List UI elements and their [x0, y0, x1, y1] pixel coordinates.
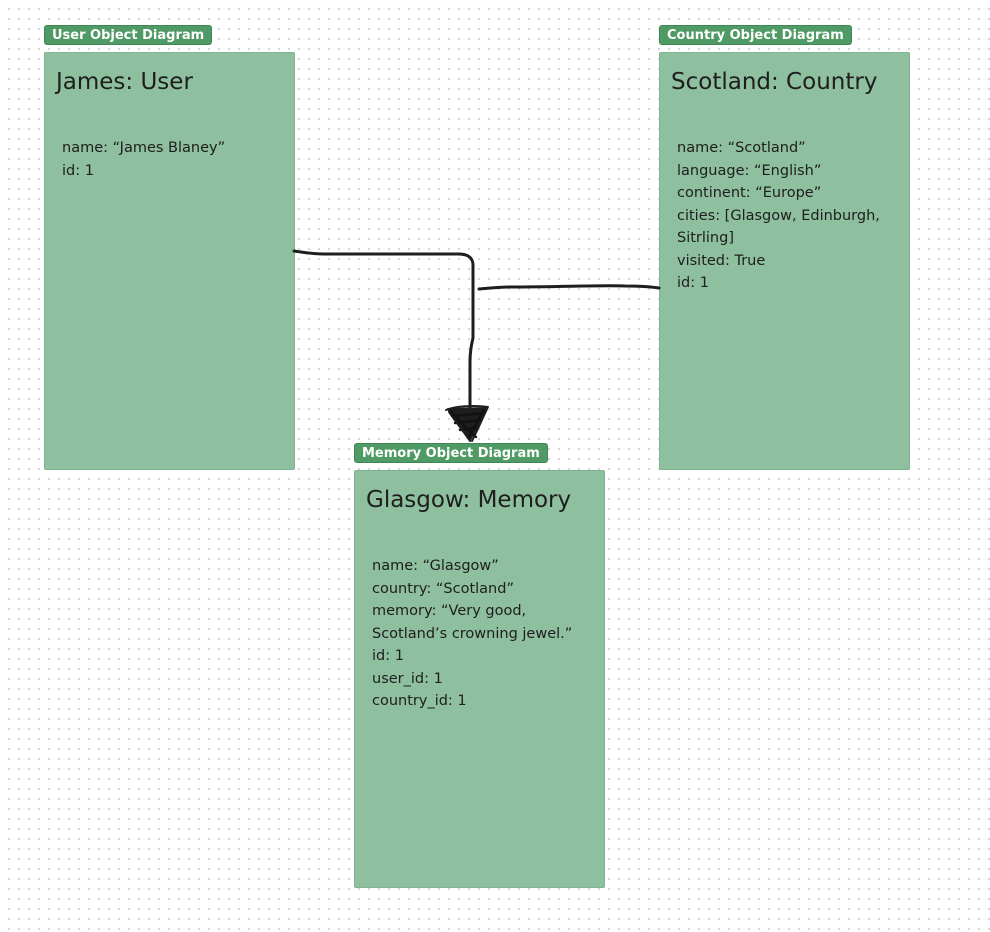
user-object-title: James: User [56, 69, 193, 95]
country-diagram-tag[interactable]: Country Object Diagram [659, 25, 852, 45]
country-object-title: Scotland: Country [671, 69, 878, 95]
user-attribute: id: 1 [62, 162, 94, 179]
user-attribute-list: name: “James Blaney” id: 1 [62, 137, 225, 182]
user-to-memory-connector[interactable] [292, 249, 475, 434]
country-attribute-list: name: “Scotland” language: “English” con… [677, 137, 880, 295]
country-attribute: visited: True [677, 252, 766, 269]
memory-object-title: Glasgow: Memory [366, 487, 572, 513]
country-to-memory-connector[interactable] [477, 284, 661, 291]
country-attribute: continent: “Europe” [677, 185, 822, 201]
country-attribute: Sitrling] [677, 230, 734, 246]
country-attribute: cities: [Glasgow, Edinburgh, [677, 207, 880, 224]
memory-attribute: Scotland’s crowning jewel.” [372, 625, 573, 642]
memory-attribute: memory: “Very good, [372, 603, 527, 619]
memory-attribute-list: name: “Glasgow” country: “Scotland” memo… [372, 555, 572, 713]
memory-attribute: id: 1 [372, 648, 404, 664]
arrowhead-scribble [445, 405, 489, 442]
memory-diagram-tag[interactable]: Memory Object Diagram [354, 443, 548, 463]
user-object-frame[interactable]: James: User name: “James Blaney” id: 1 [44, 52, 295, 470]
memory-attribute: user_id: 1 [372, 670, 443, 687]
memory-object-frame[interactable]: Glasgow: Memory name: “Glasgow” country:… [354, 470, 605, 888]
memory-attribute: name: “Glasgow” [372, 558, 499, 574]
country-object-frame[interactable]: Scotland: Country name: “Scotland” langu… [659, 52, 910, 470]
user-attribute: name: “James Blaney” [62, 140, 226, 156]
memory-attribute: country_id: 1 [372, 693, 467, 709]
country-attribute: name: “Scotland” [677, 140, 806, 156]
country-attribute: language: “English” [677, 162, 822, 179]
country-attribute: id: 1 [677, 275, 709, 291]
memory-attribute: country: “Scotland” [372, 580, 514, 597]
user-diagram-tag[interactable]: User Object Diagram [44, 25, 213, 45]
